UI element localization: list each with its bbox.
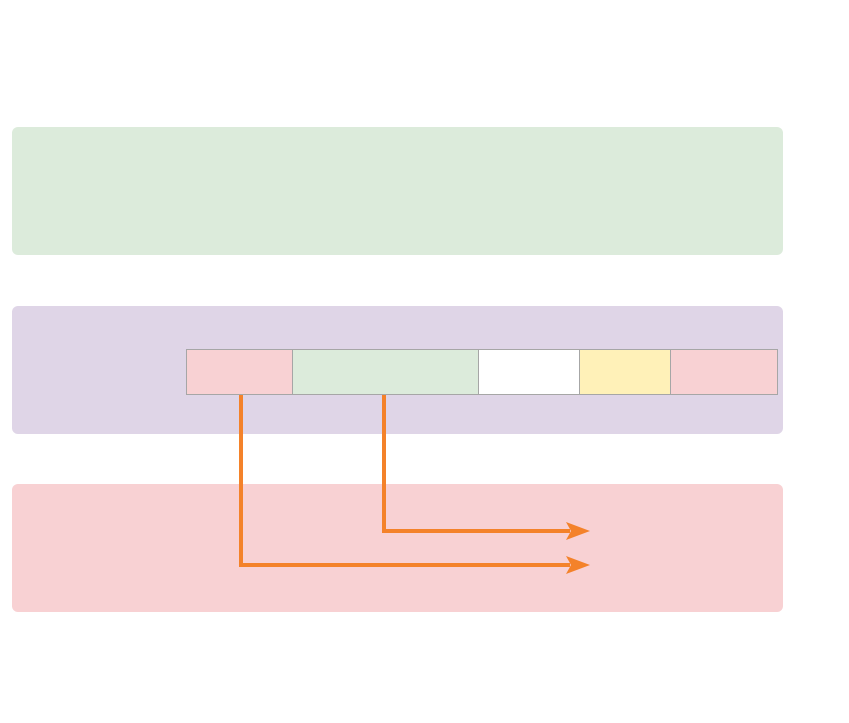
- segment-4: [580, 350, 672, 394]
- segment-5: [671, 350, 777, 394]
- segment-3: [479, 350, 580, 394]
- segment-1: [187, 350, 293, 394]
- segment-bar: [186, 349, 778, 395]
- bottom-band: [12, 484, 783, 612]
- top-band: [12, 127, 783, 255]
- segment-2: [292, 350, 480, 394]
